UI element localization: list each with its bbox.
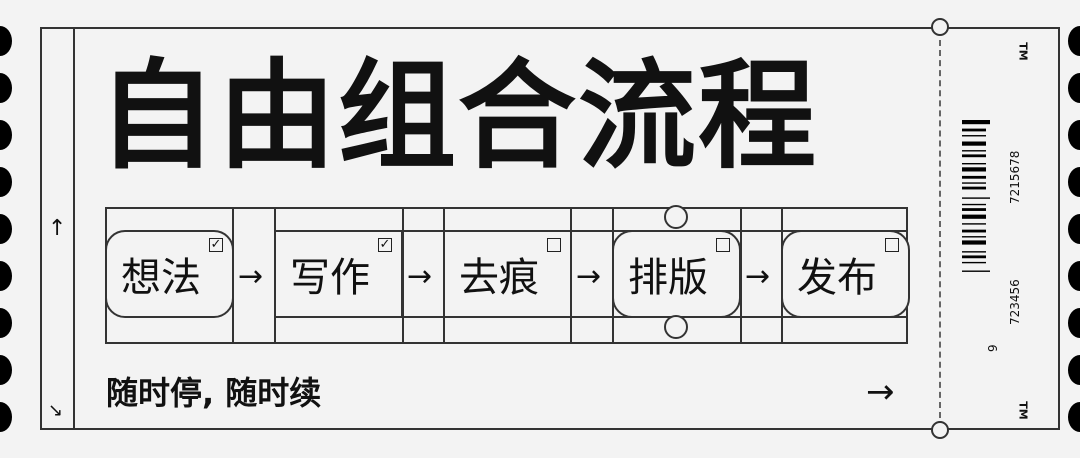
barcode-bar <box>962 261 986 264</box>
checkbox-icon <box>547 238 561 252</box>
perforation-dot <box>0 26 12 56</box>
barcode-bar <box>962 182 986 184</box>
page-title: 自由组合流程 <box>98 47 819 185</box>
barcode <box>962 120 990 272</box>
grid-line <box>402 207 404 344</box>
arrow-right-icon: → <box>576 259 602 294</box>
perforation-dot <box>0 402 12 432</box>
barcode-bar <box>962 236 986 238</box>
step-3: 去痕 <box>443 230 572 318</box>
subtitle: 随时停, 随时续 <box>106 374 322 412</box>
barcode-bar <box>962 150 986 152</box>
checkbox-checked-icon: ✓ <box>209 237 223 252</box>
arrow-up-icon: ↑ <box>48 216 67 241</box>
perforation-dot <box>1068 26 1080 56</box>
barcode-bar <box>962 154 986 158</box>
barcode-bar <box>962 197 990 199</box>
step-label: 排版 <box>628 255 708 301</box>
barcode-group: 723456 <box>1008 279 1022 325</box>
barcode-bar <box>962 255 986 259</box>
step-1: 想法 <box>105 230 234 318</box>
step-label: 写作 <box>290 255 370 301</box>
notch <box>931 18 949 36</box>
trademark: TM <box>1016 401 1030 420</box>
perforation-dot <box>0 261 12 291</box>
barcode-bar <box>962 229 986 233</box>
step-label: 想法 <box>121 255 201 301</box>
arrow-right-icon: → <box>866 372 895 412</box>
barcode-bar <box>962 214 986 219</box>
step-label: 去痕 <box>459 255 539 301</box>
barcode-bar <box>962 223 986 225</box>
perforation-dot <box>0 308 12 338</box>
circle-marker <box>664 315 688 339</box>
checkbox-checked-icon: ✓ <box>378 237 392 252</box>
trademark: TM <box>1016 42 1030 61</box>
perforation-dot <box>1068 214 1080 244</box>
checkbox-icon <box>885 238 899 252</box>
barcode-bar <box>962 203 986 206</box>
perforation-dot <box>0 214 12 244</box>
notch <box>931 421 949 439</box>
perforation-dot <box>1068 355 1080 385</box>
step-4: 排版 <box>612 230 741 318</box>
arrow-right-icon: → <box>238 259 264 294</box>
barcode-bar <box>962 163 986 165</box>
barcode-bar <box>962 135 986 137</box>
barcode-bar <box>962 120 990 125</box>
perforation-dot <box>0 167 12 197</box>
perforation-dot <box>1068 167 1080 197</box>
checkbox-icon <box>716 238 730 252</box>
barcode-bar <box>962 175 986 179</box>
arrow-down-right-icon: ↘ <box>48 400 64 421</box>
barcode-bar <box>962 128 986 132</box>
step-label: 发布 <box>797 255 877 301</box>
divider <box>73 27 75 430</box>
grid-line <box>740 207 742 344</box>
barcode-bar <box>962 240 986 245</box>
step-5: 发布 <box>781 230 910 318</box>
perforation-dot <box>1068 73 1080 103</box>
perforation-dot <box>1068 402 1080 432</box>
ticket-frame <box>40 27 1060 430</box>
grid-line <box>274 316 908 318</box>
perforation-dot <box>1068 120 1080 150</box>
barcode-bar <box>962 141 986 146</box>
barcode-group: 7215678 <box>1008 150 1022 204</box>
barcode-digit: 9 <box>986 344 1000 352</box>
perforation-dot <box>1068 261 1080 291</box>
arrow-right-icon: → <box>745 259 771 294</box>
perforation-dot <box>0 73 12 103</box>
barcode-bar <box>962 251 986 253</box>
barcode-bar <box>962 186 986 190</box>
perforation-dot <box>0 355 12 385</box>
barcode-bar <box>962 167 986 172</box>
barcode-bar <box>962 208 986 211</box>
arrow-right-icon: → <box>407 259 433 294</box>
perforation-dot <box>0 120 12 150</box>
barcode-bar <box>962 270 990 272</box>
perforation-line <box>939 40 941 418</box>
grid-line <box>274 230 908 232</box>
step-2: 写作 <box>274 230 403 318</box>
perforation-dot <box>1068 308 1080 338</box>
circle-marker <box>664 205 688 229</box>
